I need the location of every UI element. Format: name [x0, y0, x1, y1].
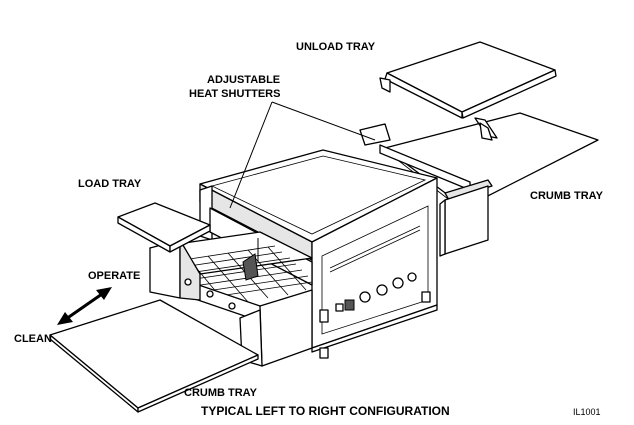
label-crumb-tray-bottom: CRUMB TRAY: [184, 387, 258, 399]
crumb-tray-bottom-illustration: [49, 299, 259, 413]
conveyor-left: [149, 231, 329, 367]
label-adjustable: ADJUSTABLE: [207, 74, 280, 86]
right-end-panel: [439, 179, 493, 257]
label-clean: CLEAN: [14, 333, 52, 345]
figure-caption: TYPICAL LEFT TO RIGHT CONFIGURATION: [201, 404, 450, 418]
label-load-tray: LOAD TRAY: [78, 178, 142, 190]
leader-lines: [229, 101, 376, 209]
label-heat-shutters: HEAT SHUTTERS: [189, 88, 280, 100]
back-conveyor: [359, 123, 471, 191]
oven-body: [199, 149, 438, 359]
unload-tray-illustration: [379, 41, 557, 141]
label-unload-tray: UNLOAD TRAY: [296, 41, 376, 53]
figure-id: IL1001: [573, 407, 601, 417]
operate-clean-arrow: [57, 287, 112, 325]
label-operate: OPERATE: [88, 270, 140, 282]
load-tray-illustration: [117, 202, 211, 253]
label-crumb-tray-right: CRUMB TRAY: [530, 190, 604, 202]
